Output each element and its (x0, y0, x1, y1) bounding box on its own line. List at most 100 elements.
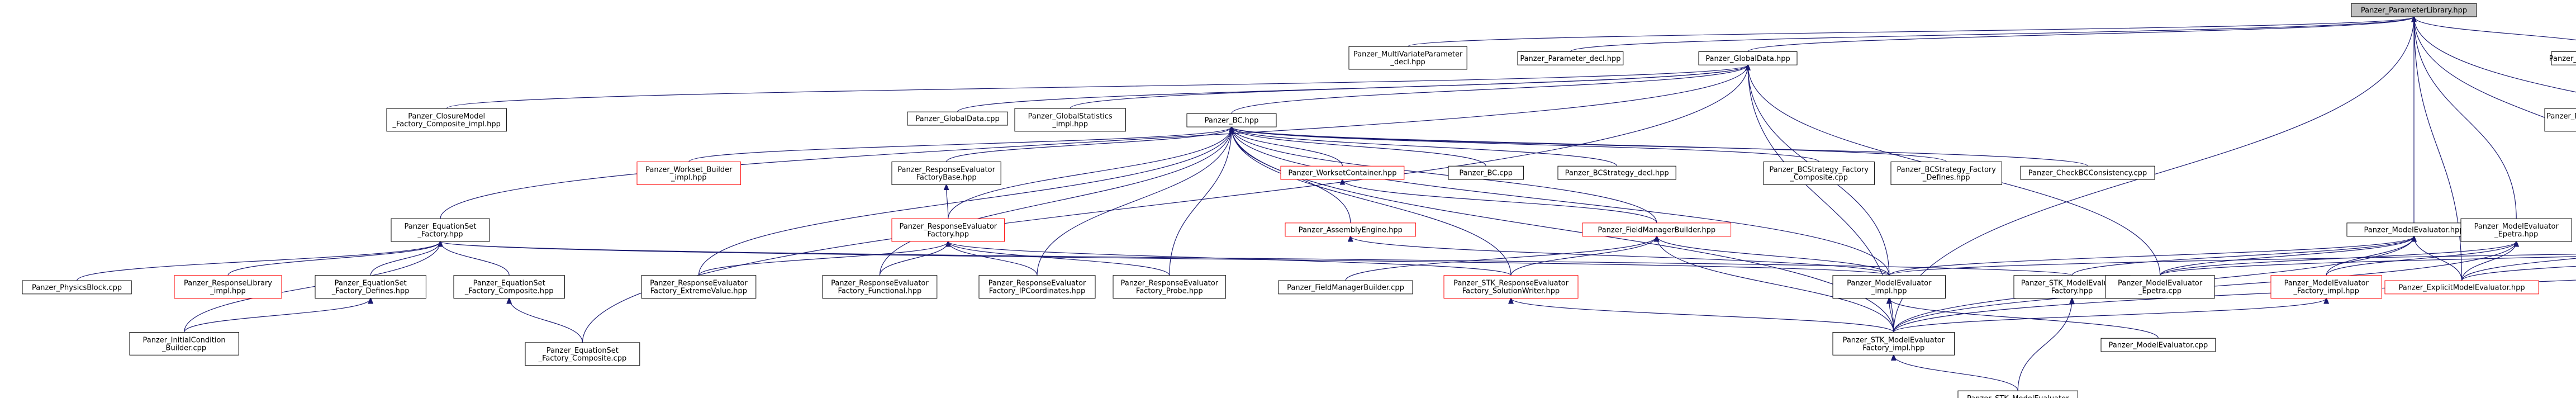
node-label: FactoryBase.hpp (916, 173, 977, 182)
node-bc-cpp[interactable]: Panzer_BC.cpp (1448, 165, 1524, 180)
node-stk-ref-sw[interactable]: Panzer_STK_ResponseEvaluatorFactory_Solu… (1443, 275, 1579, 299)
node-me-impl[interactable]: Panzer_ModelEvaluator_impl.hpp (1832, 275, 1946, 299)
node-explicit-me[interactable]: Panzer_ExplicitModelEvaluator.hpp (2384, 280, 2539, 295)
node-label: _Factory_Defines.hpp (331, 287, 410, 296)
node-box (1517, 51, 1624, 65)
edge-stk_mef_cpp-to-stk_mef_impl (1894, 355, 2018, 391)
node-label: Panzer_ResponseEvaluator (988, 279, 1086, 288)
edge-ref_hpp-to-rebase (947, 184, 948, 219)
node-physics-block[interactable]: Panzer_PhysicsBlock.cpp (22, 280, 132, 295)
node-box (1890, 162, 2002, 185)
edge-me_cpp-to-me_impl (1889, 298, 2159, 339)
node-box (2100, 338, 2216, 352)
node-label: Panzer_GlobalData.hpp (1705, 55, 1790, 63)
node-eqset-comp-cpp[interactable]: Panzer_EquationSet_Factory_Composite.cpp (525, 342, 640, 366)
edge-ref_functional-to-bc_hpp (879, 127, 1232, 276)
node-box (386, 108, 507, 132)
edge-physics_block-to-eqset_factory (77, 241, 440, 281)
node-box (22, 280, 132, 295)
edge-bc_hpp-to-globaldata_hpp (1231, 65, 1748, 114)
edge-fmb_hpp-to-bc_hpp (1232, 127, 1657, 223)
edge-globalstats-to-globaldata_hpp (1070, 65, 1748, 109)
node-label: Factory_SolutionWriter.hpp (1462, 287, 1560, 296)
node-globalstats[interactable]: Panzer_GlobalStatistics_impl.hpp (1014, 108, 1126, 132)
node-fmb-hpp[interactable]: Panzer_FieldManagerBuilder.hpp (1582, 222, 1732, 237)
node-workset-builder[interactable]: Panzer_Workset_Builder_impl.hpp (636, 162, 742, 185)
node-label: Panzer_Workset_Builder (645, 165, 733, 174)
node-label: Panzer_ModelEvaluator (2284, 279, 2369, 288)
node-ref-extreme[interactable]: Panzer_ResponseEvaluatorFactory_ExtremeV… (641, 275, 757, 299)
edge-bcstrat_defines-to-bc_hpp (1232, 127, 1947, 163)
node-checkbc[interactable]: Panzer_CheckBCConsistency.cpp (2020, 165, 2155, 180)
edge-eqset_comp_cpp-to-eqset_comp_hpp (509, 298, 583, 343)
node-stk-mef-impl[interactable]: Panzer_STK_ModelEvaluatorFactory_impl.hp… (1832, 331, 1955, 356)
node-bcstrat-comp[interactable]: Panzer_BCStrategy_Factory_Composite.cpp (1763, 162, 1875, 185)
node-label: Panzer_EquationSet (546, 347, 619, 355)
node-box (1443, 275, 1579, 299)
node-eqset-defines[interactable]: Panzer_EquationSet_Factory_Defines.hpp (315, 275, 426, 299)
node-me-epetra-cpp[interactable]: Panzer_ModelEvaluator_Epetra.cpp (2105, 275, 2215, 299)
node-box (129, 331, 239, 356)
node-box (453, 275, 565, 299)
node-assembly-engine[interactable]: Panzer_AssemblyEngine.hpp (1285, 222, 1417, 237)
node-label: Panzer_ModelEvaluator (2474, 222, 2559, 231)
node-ref-ipcoord[interactable]: Panzer_ResponseEvaluatorFactory_IPCoordi… (978, 275, 1096, 299)
node-label: _Epetra.hpp (2494, 230, 2538, 239)
edge-stk_mef_cpp-to-stk_mef_hpp (2017, 298, 2072, 391)
node-label: Panzer_MultiVariateParameter (1353, 50, 1463, 59)
node-box (1186, 113, 1277, 127)
node-pla[interactable]: Panzer_ParameterLibraryAcceptor.hpp (2549, 51, 2576, 65)
node-bcstrat-defines[interactable]: Panzer_BCStrategy_Factory_Defines.hpp (1890, 162, 2002, 185)
node-label: Factory_ExtremeValue.hpp (650, 287, 747, 296)
edge-initcond-to-eqset_defines (184, 298, 371, 333)
node-label: _impl.hpp (1052, 120, 1088, 129)
edge-fmb_hpp-to-workset_container (1342, 179, 1657, 224)
node-box (2460, 218, 2572, 242)
node-mef-impl[interactable]: Panzer_ModelEvaluator_Factory_impl.hpp (2270, 275, 2382, 299)
node-box (1448, 165, 1524, 180)
node-globaldata-hpp[interactable]: Panzer_GlobalData.hpp (1698, 51, 1798, 65)
node-closure[interactable]: Panzer_ClosureModel_Factory_Composite_im… (386, 108, 507, 132)
node-label: Panzer_ModelEvaluator.cpp (2108, 342, 2208, 350)
node-box (174, 275, 282, 299)
node-response-lib[interactable]: Panzer_ResponseLibrary_impl.hpp (174, 275, 282, 299)
node-me-epetra-hpp[interactable]: Panzer_ModelEvaluator_Epetra.hpp (2460, 218, 2572, 242)
node-bc-hpp[interactable]: Panzer_BC.hpp (1186, 113, 1277, 127)
node-label: Panzer_EquationSet (404, 222, 476, 231)
node-box (1285, 222, 1417, 237)
node-label: Panzer_FieldManagerBuilder.cpp (1287, 283, 1404, 292)
node-eqset-comp-hpp[interactable]: Panzer_EquationSet_Factory_Composite.hpp (453, 275, 565, 299)
node-pla-default[interactable]: Panzer_ParameterLibraryAcceptor_DefaultI… (2544, 108, 2576, 132)
node-label: _Factory.hpp (417, 230, 463, 239)
edge-eqset_comp_cpp-to-globaldata_hpp (582, 65, 1748, 343)
node-globaldata-cpp[interactable]: Panzer_GlobalData.cpp (907, 111, 1008, 126)
node-eqset-factory[interactable]: Panzer_EquationSet_Factory.hpp (391, 218, 490, 242)
node-param-decl[interactable]: Panzer_Parameter_decl.hpp (1517, 51, 1624, 65)
node-label: Panzer_BCStrategy_Factory (1769, 165, 1869, 174)
node-label: Panzer_BCStrategy_Factory (1897, 165, 1996, 174)
node-initcond[interactable]: Panzer_InitialCondition_Builder.cpp (129, 331, 239, 356)
edge-layer (77, 17, 2576, 391)
node-label: Factory.hpp (928, 230, 969, 239)
node-me-hpp[interactable]: Panzer_ModelEvaluator.hpp (2346, 222, 2482, 237)
edge-explicit_me-to-plu (2461, 266, 2576, 281)
node-box (391, 218, 490, 242)
edge-fmb_cpp-to-fmb_hpp (1345, 236, 1657, 281)
node-fmb-cpp[interactable]: Panzer_FieldManagerBuilder.cpp (1278, 280, 1413, 295)
node-box (1832, 331, 1955, 356)
edge-param_decl-to-root (1570, 17, 2414, 52)
node-root[interactable]: Panzer_ParameterLibrary.hpp (2351, 3, 2477, 17)
edge-ref_ipcoord-to-bc_hpp (1037, 127, 1232, 276)
edge-explicit_me-to-me_hpp (2414, 236, 2463, 281)
node-workset-container[interactable]: Panzer_WorksetContainer.hpp (1280, 165, 1405, 180)
node-ref-functional[interactable]: Panzer_ResponseEvaluatorFactory_Function… (822, 275, 938, 299)
node-me-cpp[interactable]: Panzer_ModelEvaluator.cpp (2100, 338, 2216, 352)
node-bcstrat-decl[interactable]: Panzer_BCStrategy_decl.hpp (1557, 165, 1676, 180)
edge-me_epetra_cpp-to-plu (2160, 256, 2576, 276)
node-multivar-decl[interactable]: Panzer_MultiVariateParameter_decl.hpp (1348, 46, 1467, 70)
edge-stk_ref_sw-to-bc_hpp (1232, 127, 1512, 276)
node-ref-probe[interactable]: Panzer_ResponseEvaluatorFactory_Probe.hp… (1113, 275, 1227, 299)
